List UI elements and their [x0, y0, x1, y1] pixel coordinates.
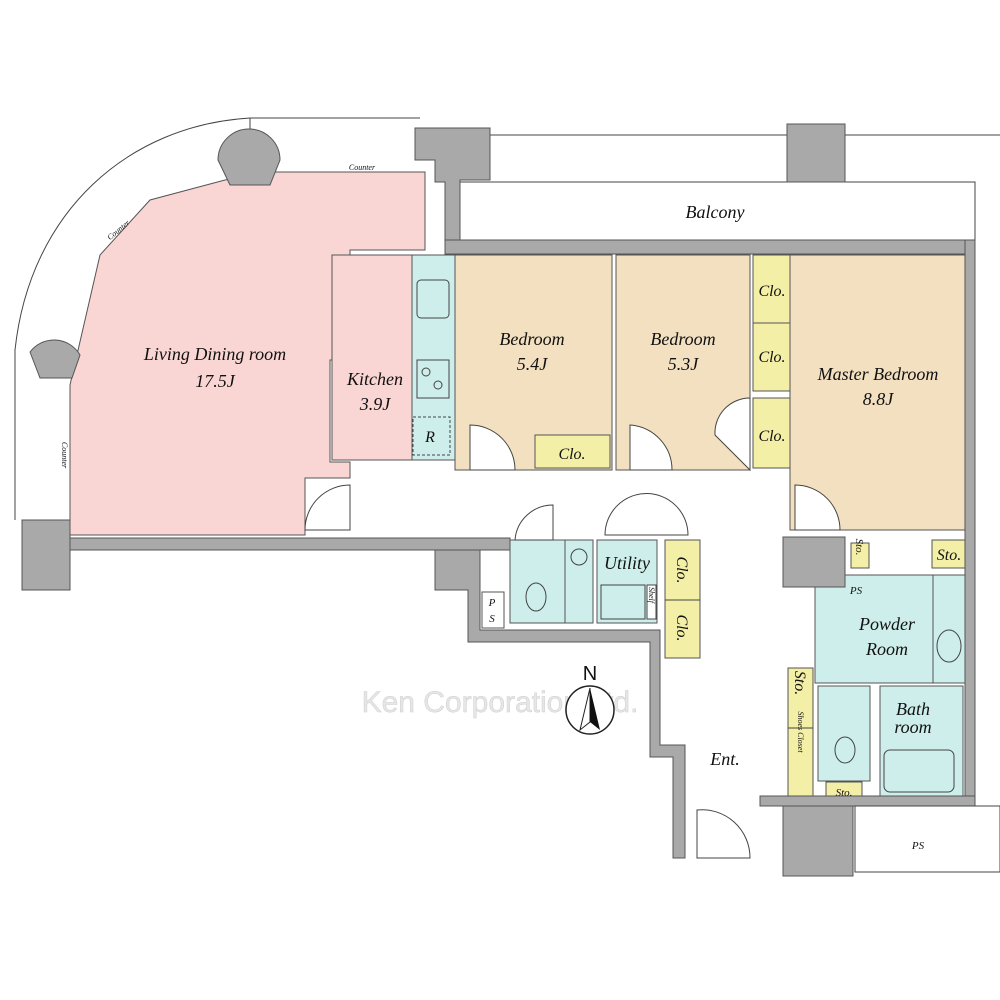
closet-label: Clo. [758, 283, 785, 300]
living-room-size: 17.5J [195, 371, 236, 391]
powder-room-label: Powder [858, 614, 916, 634]
ps-label-p: P [488, 597, 496, 609]
storage-shoes-closet [787, 667, 814, 797]
utility-label: Utility [604, 553, 650, 573]
compass-north-label: N [583, 663, 597, 685]
living-room-label: Living Dining room [143, 344, 286, 364]
ps-label: PS [849, 585, 863, 597]
powder-room-label-2: Room [865, 639, 908, 659]
kitchen [331, 254, 413, 461]
ps-label: PS [911, 840, 925, 852]
shoes-closet-label: Shoes Closet [796, 711, 805, 753]
bedroom-2-label: Bedroom [650, 329, 715, 349]
bathroom-label: Bath [896, 699, 930, 719]
closet-label: Clo. [673, 614, 690, 641]
storage-label: Sto. [937, 547, 961, 564]
shelf-label: Shelf [647, 587, 656, 605]
storage-small [850, 542, 870, 569]
closet-label: Clo. [758, 349, 785, 366]
walls [21, 123, 976, 877]
closet-master-1 [752, 254, 791, 324]
storage-powder [931, 539, 966, 569]
sink-icon [416, 279, 450, 319]
kitchen-label: Kitchen [346, 369, 403, 389]
toilet-icon [525, 582, 547, 612]
master-bedroom-size: 8.8J [863, 389, 895, 409]
ps-shaft [481, 591, 505, 629]
storage-label: Sto. [836, 787, 853, 799]
bedroom-1-size: 5.4J [517, 354, 549, 374]
closet-label: Clo. [558, 446, 585, 463]
refrigerator-space [412, 416, 451, 456]
closet-bedroom-1 [534, 434, 611, 469]
north-compass-icon: N [565, 663, 615, 735]
outer-terrace-arc [14, 117, 251, 351]
balcony-label: Balcony [686, 202, 745, 222]
entrance-label: Ent. [709, 749, 740, 769]
closet-bedroom-2 [752, 397, 791, 469]
counter-label: Counter [349, 163, 376, 172]
closet-hall [664, 539, 701, 659]
bathroom-label-2: room [894, 717, 931, 737]
washbasin [564, 539, 594, 624]
washer-pan [600, 584, 646, 620]
bedroom-1 [454, 254, 613, 471]
powder-room [814, 574, 934, 684]
bedroom-2-size: 5.3J [668, 354, 700, 374]
closet-label: Clo. [673, 556, 690, 583]
bathtub-icon [883, 749, 955, 793]
storage-label: Sto. [791, 671, 808, 695]
storage-label: Sto. [853, 539, 865, 556]
bedroom-1-label: Bedroom [499, 329, 564, 349]
stove-icon [416, 359, 450, 399]
toilet-icon-2 [834, 736, 856, 764]
ps-label-s: S [489, 613, 495, 625]
vanity [932, 574, 966, 684]
closet-master-2 [752, 322, 791, 392]
kitchen-size: 3.9J [359, 394, 392, 414]
doors [304, 397, 841, 859]
master-bedroom-label: Master Bedroom [817, 364, 939, 384]
toilet-room-2 [817, 685, 871, 782]
toilet-room [509, 539, 566, 624]
counter-label: Counter [60, 442, 69, 469]
ps-bottom [854, 805, 1000, 873]
refrigerator-label: R [424, 429, 435, 446]
closet-label: Clo. [758, 428, 785, 445]
basin-icon [936, 629, 962, 663]
